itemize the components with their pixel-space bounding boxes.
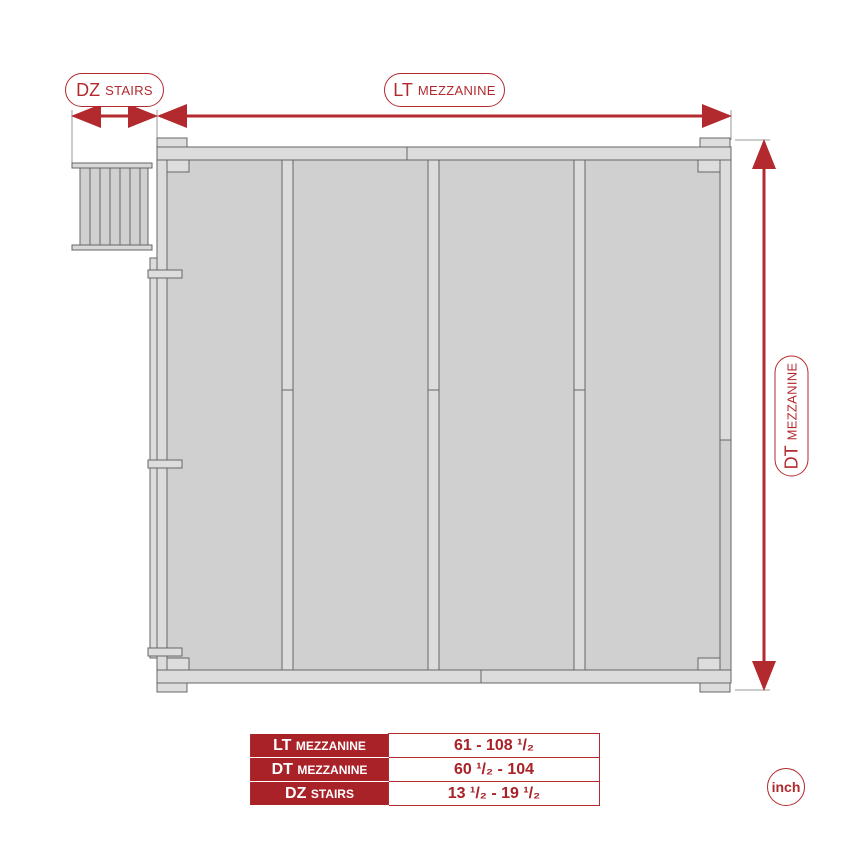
dt-code: DT: [781, 445, 801, 470]
row-code: LT: [273, 736, 292, 754]
row-value: 60 ¹/₂ - 104: [388, 757, 600, 782]
table-row: LT MEZZANINE 61 - 108 ¹/₂: [250, 733, 600, 758]
dz-text: STAIRS: [105, 82, 153, 98]
row-code: DZ: [285, 784, 307, 802]
dz-code: DZ: [76, 79, 101, 100]
unit-badge: inch: [767, 768, 805, 806]
lt-code: LT: [393, 79, 413, 100]
dimension-table: LT MEZZANINE 61 - 108 ¹/₂ DT MEZZANINE 60 …: [250, 733, 600, 806]
table-row: DT MEZZANINE 60 ¹/₂ - 104: [250, 757, 600, 782]
row-code: DT: [271, 760, 293, 778]
row-label: MEZZANINE: [297, 762, 368, 777]
row-label: STAIRS: [310, 786, 354, 801]
row-value: 13 ¹/₂ - 19 ¹/₂: [388, 781, 600, 806]
dt-text: MEZZANINE: [784, 362, 799, 441]
row-label: MEZZANINE: [295, 738, 366, 753]
table-row: DZ STAIRS 13 ¹/₂ - 19 ¹/₂: [250, 781, 600, 806]
row-value: 61 - 108 ¹/₂: [388, 733, 600, 758]
lt-text: MEZZANINE: [417, 82, 496, 98]
stairs: [71, 162, 153, 251]
dt-mezzanine-label: DT MEZZANINE: [774, 355, 809, 477]
mezzanine-frame: [147, 137, 732, 693]
